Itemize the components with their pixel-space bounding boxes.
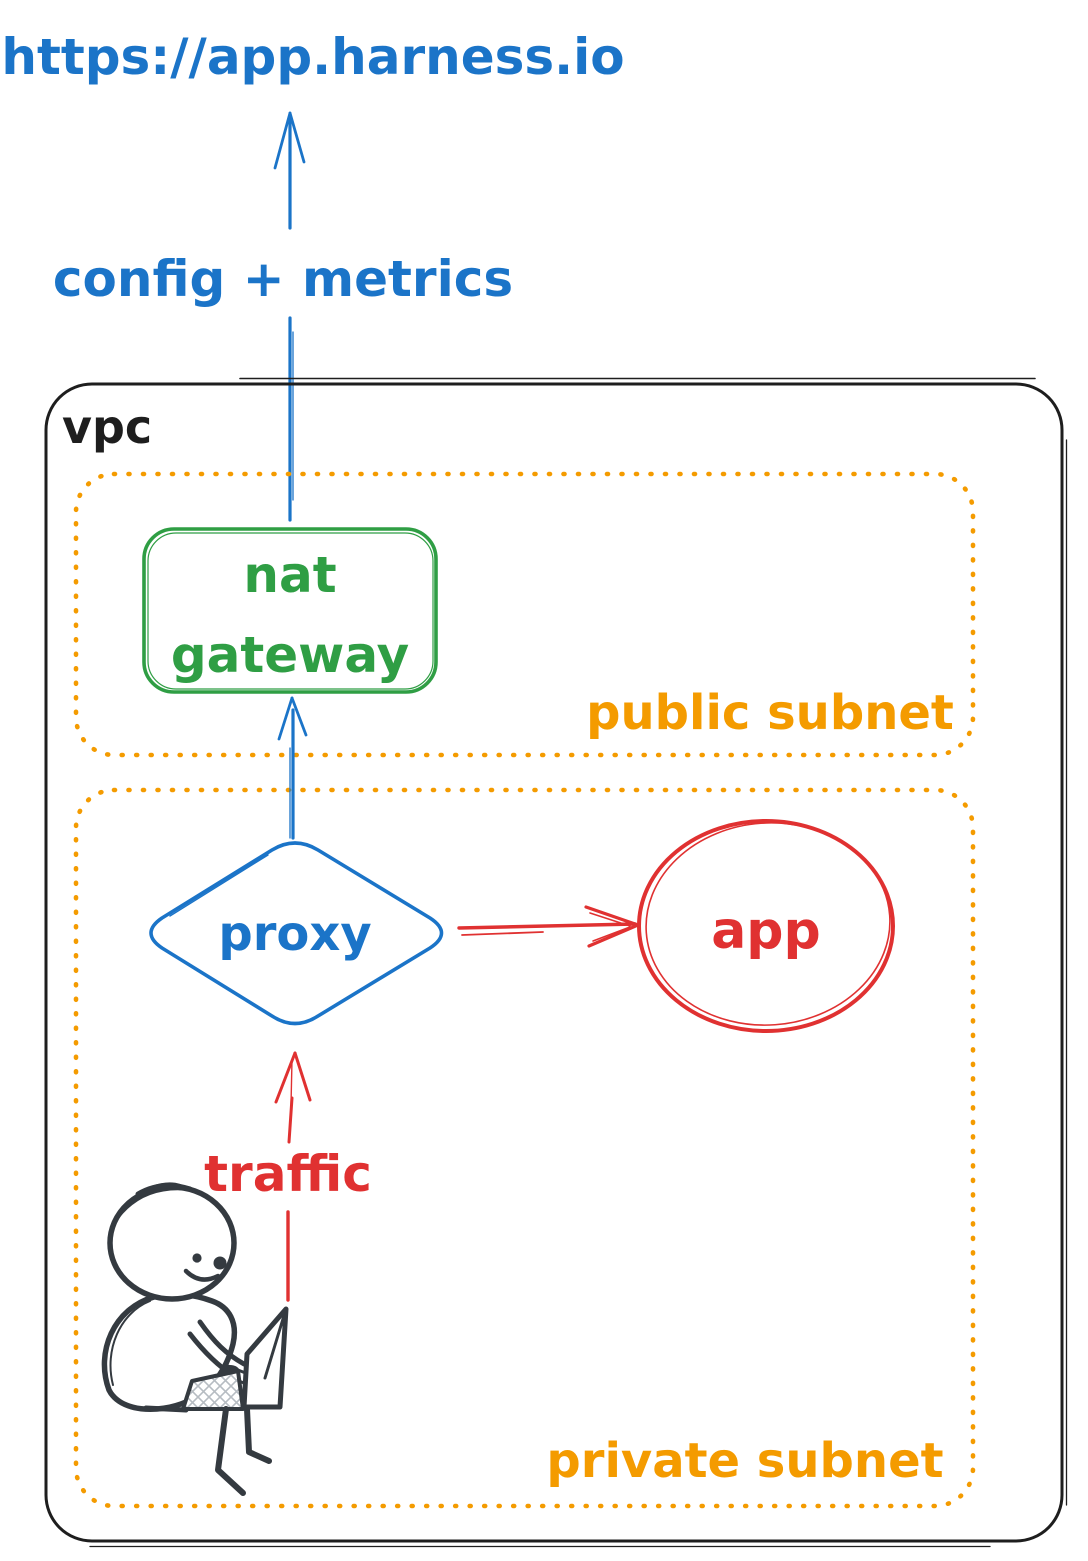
nat-gateway-label-line2: gateway [171, 626, 409, 684]
private-subnet-label: private subnet [546, 1433, 943, 1489]
vpc-label: vpc [62, 400, 152, 454]
vpc-box [44, 377, 1068, 1548]
proxy-to-natgateway-arrow [277, 696, 308, 840]
nat-gateway-node: nat gateway [142, 527, 438, 694]
config-metrics-label: config + metrics [53, 250, 513, 308]
public-subnet-label: public subnet [586, 685, 954, 741]
traffic-label: traffic [204, 1145, 372, 1203]
user-head [107, 1182, 237, 1302]
proxy-label: proxy [218, 906, 371, 962]
app-label: app [711, 901, 821, 961]
proxy-to-app-arrow [457, 905, 640, 948]
laptop-sketch [181, 1306, 289, 1411]
external-url-label: https://app.harness.io [1, 28, 624, 86]
app-node: app [637, 819, 895, 1033]
proxy-node: proxy [149, 841, 444, 1026]
config-metrics-arrow [273, 111, 306, 522]
nat-gateway-label-line1: nat [243, 546, 336, 604]
user-figure [101, 1182, 289, 1496]
traffic-arrow [274, 1051, 312, 1302]
